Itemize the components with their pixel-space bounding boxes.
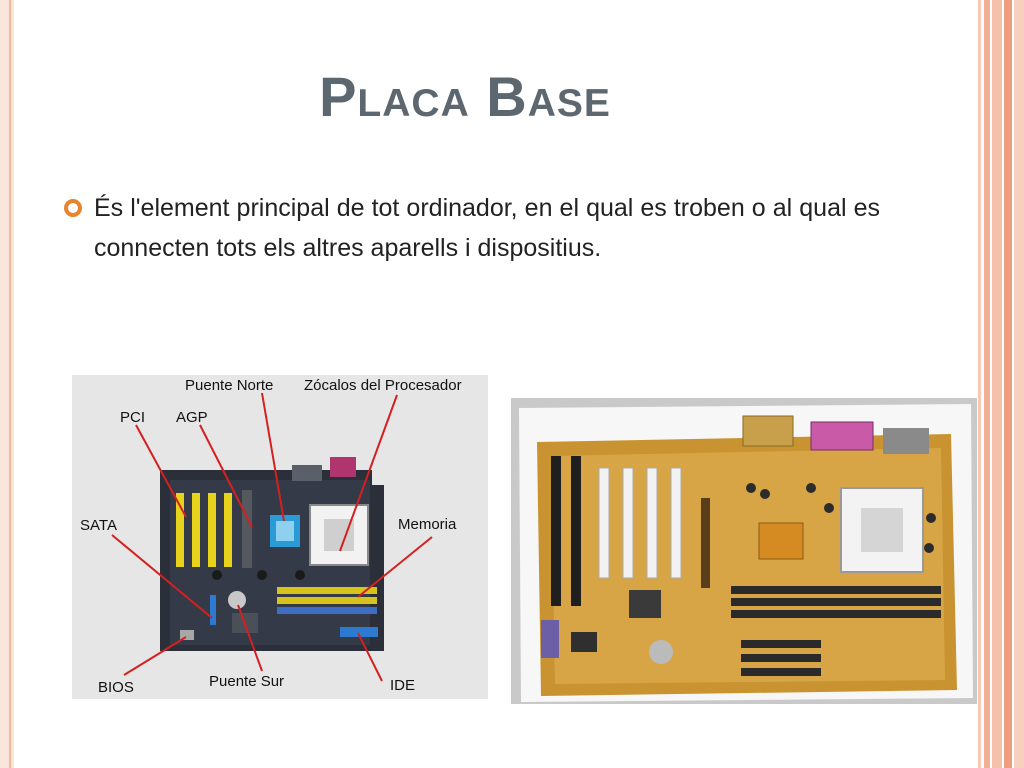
left-border-strip [0, 0, 14, 768]
label-puente-sur: Puente Sur [209, 673, 285, 690]
motherboard-diagram: Puente Norte Zócalos del Procesador PCI … [72, 375, 488, 699]
motherboard-photo [511, 398, 977, 704]
label-puente-norte: Puente Norte [185, 377, 274, 394]
right-border-stripes [978, 0, 1024, 768]
label-pci: PCI [120, 409, 146, 426]
label-memoria: Memoria [398, 516, 457, 533]
bullet-text: És l'element principal de tot ordinador,… [94, 194, 880, 262]
label-ide: IDE [390, 677, 416, 694]
ring-bullet-icon [64, 199, 82, 217]
motherboard-diagram-drawing [72, 375, 488, 699]
bullet-item: És l'element principal de tot ordinador,… [62, 188, 882, 268]
label-sata: SATA [80, 517, 117, 534]
slide-title-text: Placa Base [319, 65, 611, 128]
label-zocalos-procesador: Zócalos del Procesador [304, 377, 462, 394]
motherboard-photo-drawing [511, 398, 977, 704]
label-agp: AGP [176, 409, 208, 426]
label-bios: BIOS [98, 679, 134, 696]
slide-title: Placa Base [0, 64, 940, 129]
